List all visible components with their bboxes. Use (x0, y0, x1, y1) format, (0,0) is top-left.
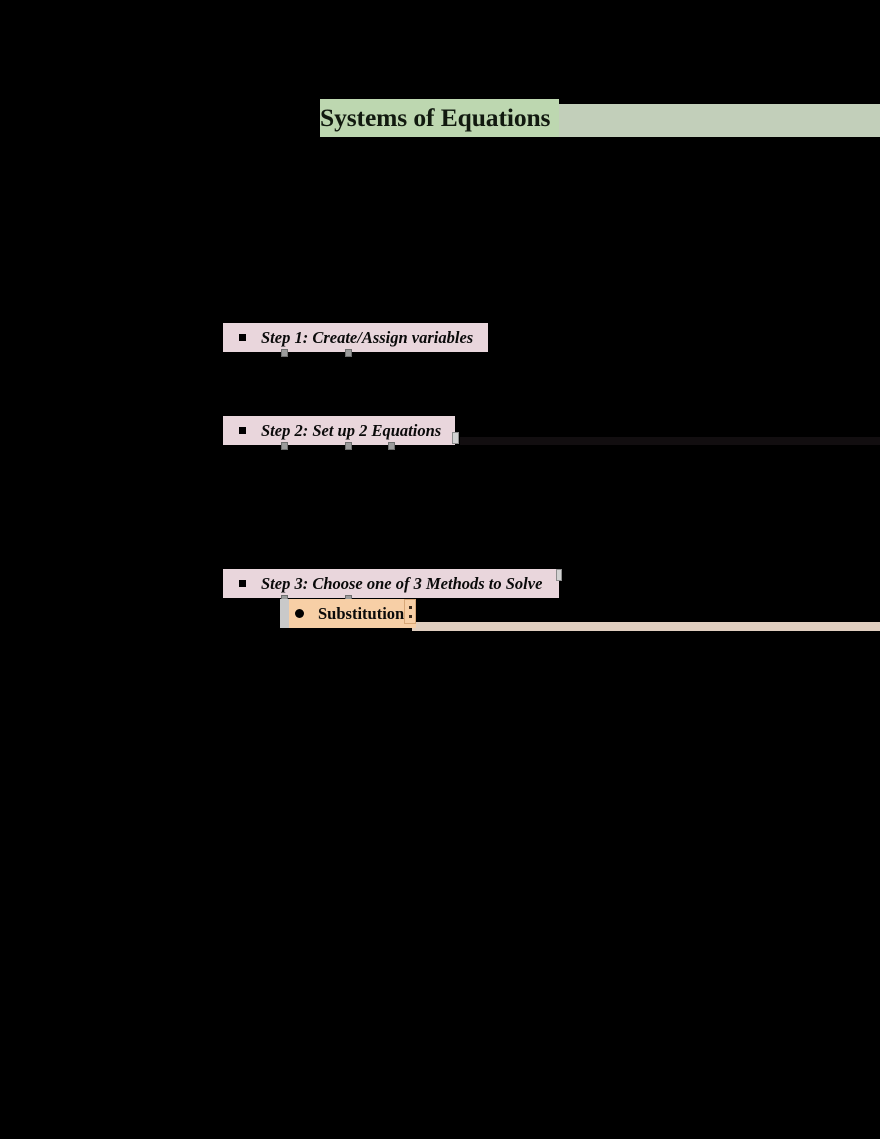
marker-dot-icon (409, 606, 412, 609)
page-title: Systems of Equations (320, 103, 551, 132)
list-item-step-1[interactable]: Step 1: Create/Assign variables (223, 323, 488, 352)
substitution-underline-strip (412, 622, 880, 631)
list-item-label: Step 3: Choose one of 3 Methods to Solve (261, 574, 543, 593)
substitution-gutter (280, 599, 289, 628)
square-bullet-icon (239, 427, 246, 434)
square-bullet-icon (239, 580, 246, 587)
square-bullet-icon (239, 334, 246, 341)
resize-handle[interactable] (281, 349, 288, 357)
resize-handle[interactable] (345, 349, 352, 357)
list-item-step-3[interactable]: Step 3: Choose one of 3 Methods to Solve (223, 569, 559, 598)
list-item-label: Step 2: Set up 2 Equations (261, 421, 442, 440)
resize-handle[interactable] (452, 432, 459, 444)
resize-handle[interactable] (388, 442, 395, 450)
substitution-end-marker[interactable] (404, 599, 416, 624)
resize-handle[interactable] (345, 442, 352, 450)
step-2-underline-strip (460, 437, 880, 445)
list-item-label: Substitution: (318, 604, 410, 623)
marker-dot-icon (409, 615, 412, 618)
title-highlight-extension (558, 104, 880, 137)
resize-handle[interactable] (556, 569, 562, 581)
resize-handle[interactable] (281, 442, 288, 450)
round-bullet-icon (295, 609, 304, 618)
list-item-substitution[interactable]: Substitution: (289, 599, 416, 628)
list-item-step-2[interactable]: Step 2: Set up 2 Equations (223, 416, 455, 445)
list-item-label: Step 1: Create/Assign variables (261, 328, 474, 347)
title-highlight (320, 99, 559, 137)
